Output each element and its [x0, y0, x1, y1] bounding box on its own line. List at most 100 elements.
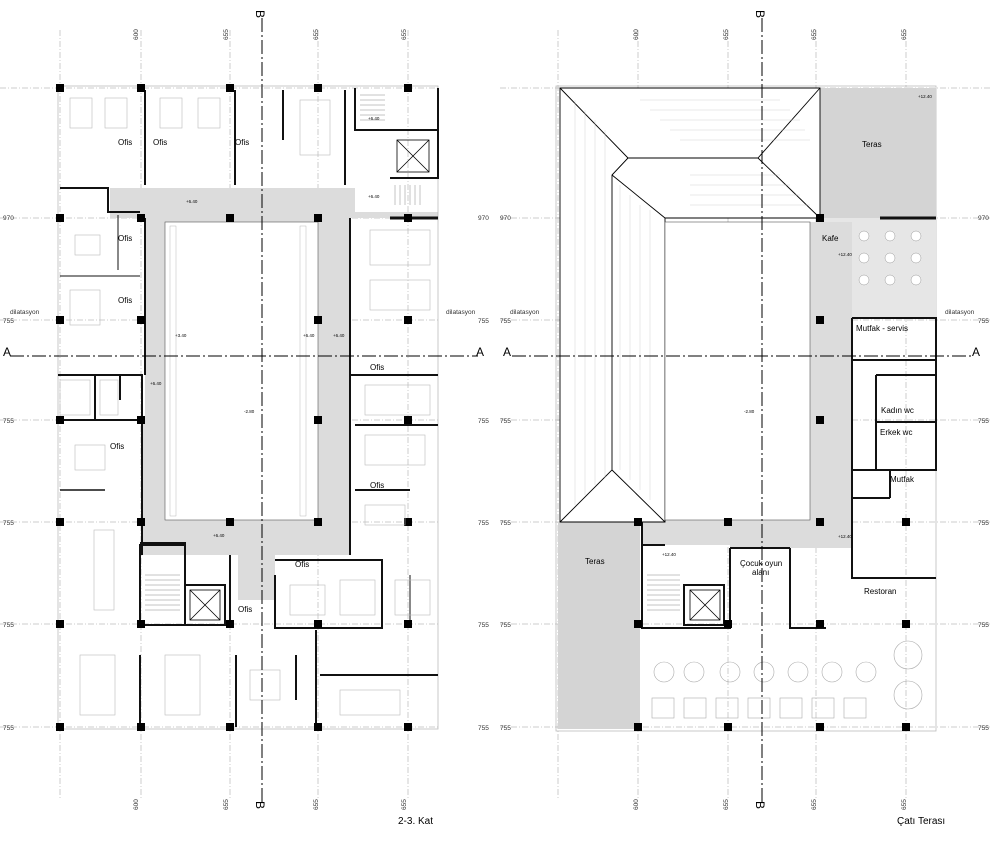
room-label-ofis-6: Ofis [370, 363, 384, 372]
svg-text:755: 755 [478, 520, 489, 527]
top-dimensions: 600 655 655 655 600 655 655 655 [133, 29, 408, 810]
section-b-top: B [253, 10, 267, 18]
svg-text:600: 600 [633, 29, 640, 40]
room-label-ofis-7: Ofis [110, 442, 124, 451]
room-label-restoran: Restoran [864, 587, 896, 596]
room-label-erkek-wc: Erkek wc [880, 428, 912, 437]
svg-text:755: 755 [500, 622, 511, 629]
svg-text:755: 755 [3, 318, 14, 325]
svg-text:dilatasyon: dilatasyon [510, 309, 540, 316]
svg-text:755: 755 [978, 520, 989, 527]
walls [58, 88, 439, 727]
svg-text:655: 655 [401, 29, 408, 40]
svg-text:600: 600 [133, 29, 140, 40]
svg-text:970: 970 [478, 215, 489, 222]
section-a-right: A [476, 345, 484, 359]
hipped-roof [559, 87, 821, 523]
svg-text:+12.40: +12.40 [918, 94, 932, 99]
svg-text:755: 755 [478, 622, 489, 629]
svg-text:+3.40: +3.40 [175, 333, 187, 338]
svg-text:755: 755 [978, 725, 989, 732]
svg-text:655: 655 [723, 29, 730, 40]
section-b-bottom-roof: B [753, 801, 767, 809]
atrium-void [164, 221, 319, 521]
svg-text:655: 655 [223, 799, 230, 810]
plan-title-right: Çatı Terası [897, 816, 945, 827]
section-b-bottom: B [253, 801, 267, 809]
room-label-ofis-9: Ofis [295, 560, 309, 569]
elevator-roof [689, 589, 721, 621]
svg-text:+12.40: +12.40 [662, 552, 676, 557]
svg-text:755: 755 [978, 418, 989, 425]
room-label-kadin-wc: Kadın wc [881, 406, 914, 415]
svg-text:755: 755 [500, 418, 511, 425]
stairs [145, 94, 421, 611]
svg-text:+6.40: +6.40 [333, 333, 345, 338]
section-a-left: A [3, 345, 11, 359]
room-label-mutfak: Mutfak [890, 475, 915, 484]
svg-text:755: 755 [500, 520, 511, 527]
svg-text:655: 655 [313, 799, 320, 810]
svg-text:755: 755 [478, 318, 489, 325]
walls-roof [641, 216, 937, 629]
elevation-markers: +6.40 +6.40 +6.40 +3.40 +6.40 +6.40 -2.8… [150, 116, 380, 538]
room-label-mutfak-servis: Mutfak - servis [856, 324, 908, 333]
plan-floor-2-3: Ofis Ofis Ofis Ofis Ofis Ofis Ofis Ofis … [0, 10, 489, 827]
section-b-top-roof: B [753, 10, 767, 18]
plan-title-left: 2-3. Kat [398, 816, 433, 827]
columns [56, 84, 412, 731]
svg-text:+6.40: +6.40 [368, 194, 380, 199]
room-label-ofis-4: Ofis [118, 234, 132, 243]
svg-text:755: 755 [478, 418, 489, 425]
plan-roof-terrace: Teras Kafe Mutfak - servis Kadın wc Erke… [500, 10, 990, 827]
svg-text:-2.80: -2.80 [744, 409, 755, 414]
svg-text:755: 755 [3, 725, 14, 732]
svg-text:dilatasyon: dilatasyon [10, 309, 40, 316]
svg-text:655: 655 [401, 799, 408, 810]
room-label-kafe: Kafe [822, 234, 839, 243]
svg-text:+6.40: +6.40 [303, 333, 315, 338]
side-dimensions: 970 755 755 755 755 755 970 755 755 755 … [3, 215, 489, 732]
room-label-ofis-2: Ofis [153, 138, 167, 147]
room-label-ofis-1: Ofis [118, 138, 132, 147]
svg-text:+12.40: +12.40 [838, 534, 852, 539]
room-label-cocuk-oyun: Çocuk oyun [740, 559, 782, 568]
svg-text:755: 755 [3, 418, 14, 425]
svg-text:655: 655 [901, 799, 908, 810]
svg-text:970: 970 [978, 215, 989, 222]
svg-text:755: 755 [500, 318, 511, 325]
room-label-teras-bottom: Teras [585, 557, 605, 566]
atrium-void-roof [664, 221, 811, 521]
svg-text:755: 755 [3, 622, 14, 629]
svg-text:755: 755 [478, 725, 489, 732]
svg-text:655: 655 [811, 29, 818, 40]
svg-text:970: 970 [3, 215, 14, 222]
section-a-right-roof: A [972, 345, 980, 359]
elevator [189, 139, 430, 621]
svg-text:+6.40: +6.40 [186, 199, 198, 204]
section-lines [10, 18, 478, 805]
side-dimensions-roof: 970 755 755 755 755 755 970 755 755 755 … [500, 215, 989, 732]
svg-text:+6.40: +6.40 [368, 116, 380, 121]
svg-text:-2.80: -2.80 [244, 409, 255, 414]
room-label-ofis-3: Ofis [235, 138, 249, 147]
svg-text:755: 755 [3, 520, 14, 527]
svg-text:655: 655 [723, 799, 730, 810]
section-a-left-roof: A [503, 345, 511, 359]
svg-text:600: 600 [133, 799, 140, 810]
svg-text:+6.40: +6.40 [213, 533, 225, 538]
svg-text:600: 600 [633, 799, 640, 810]
svg-text:dilatasyon: dilatasyon [446, 309, 476, 316]
outer-boundary [57, 85, 439, 730]
room-label-teras-top: Teras [862, 140, 882, 149]
svg-text:+6.40: +6.40 [150, 381, 162, 386]
svg-text:755: 755 [978, 622, 989, 629]
svg-text:755: 755 [978, 318, 989, 325]
terrace-top-right [820, 88, 936, 218]
elevation-markers-roof: +12.40 +12.40 -2.80 +12.40 +12.40 [662, 94, 932, 557]
room-label-ofis-8: Ofis [370, 481, 384, 490]
top-dimensions-roof: 600 655 655 655 600 655 655 655 [633, 29, 908, 810]
stairs-roof [647, 574, 680, 611]
svg-text:655: 655 [811, 799, 818, 810]
